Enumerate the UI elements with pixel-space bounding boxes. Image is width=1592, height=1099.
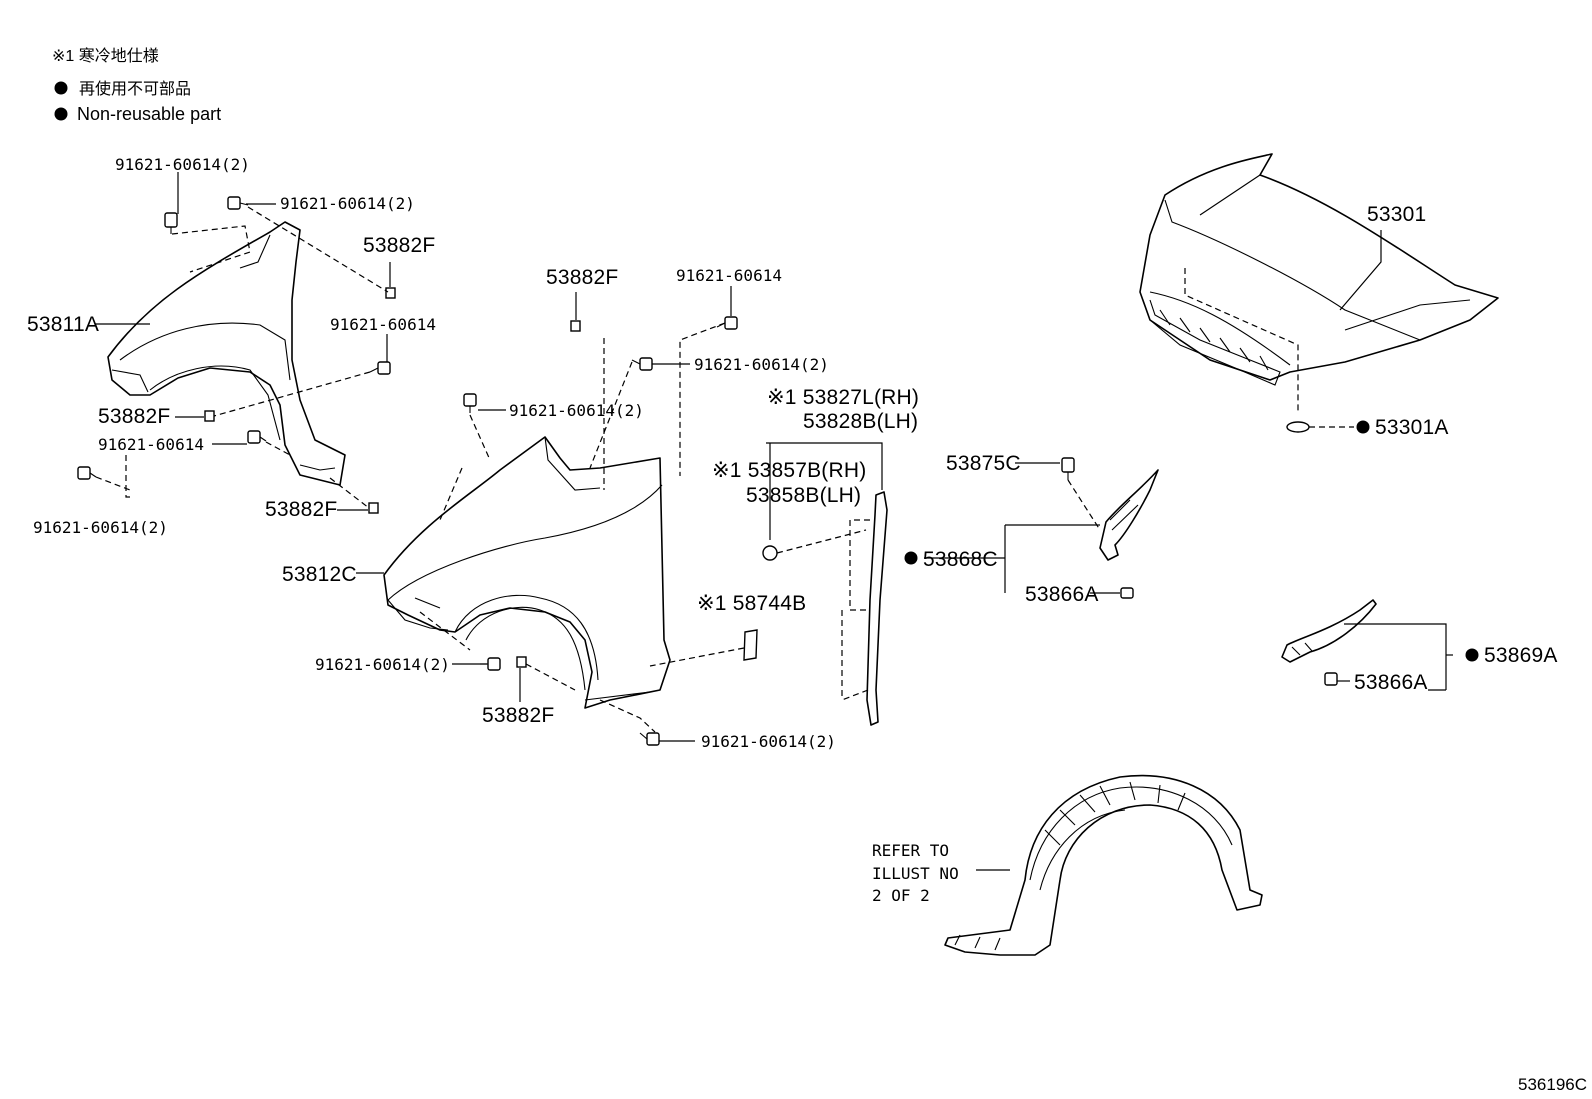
nonreusable-label-jp: 再使用不可部品 [79,80,191,98]
bolt-icon [639,732,660,746]
part-label: 53882F [363,234,435,257]
part-label: ※1 58744B [697,592,806,615]
part-label: 53866A [1025,583,1099,606]
part-label: 91621-60614(2) [701,732,836,751]
refer-note-line3: 2 OF 2 [872,886,930,905]
seal-53868C [904,457,1159,599]
bolt-icon [77,466,97,480]
labels-seal-2: 53875C 53868C 53866A [923,452,1099,606]
fastener-group-left [77,196,396,514]
part-label: 91621-60614 [676,266,782,285]
part-label: 53882F [265,498,337,521]
bolt-icon [369,361,391,375]
cold-climate-note: ※1 寒冷地仕様 [52,46,159,65]
part-label: 53868C [923,548,998,571]
clip-icon [570,320,581,332]
labels-center: 53882F 91621-60614 91621-60614(2) 91621-… [282,266,836,751]
part-label: 53812C [282,563,357,586]
nonreusable-dot-icon [54,81,68,95]
clip-icon [762,545,778,561]
nonreusable-dot-icon [904,551,918,565]
bolt-icon [247,430,267,444]
part-label: 91621-60614(2) [33,518,168,537]
clip-icon [368,502,379,514]
nonreusable-dot-icon [1356,420,1370,434]
seal-53869A [1281,599,1479,691]
nonreusable-dot-icon [1465,648,1479,662]
part-label: ※1 53857B(RH) [712,459,866,482]
part-label: 91621-60614(2) [315,655,450,674]
nonreusable-dot-icon [54,107,68,121]
bolt-icon [631,357,653,371]
clip-icon [1324,672,1338,686]
bolt-icon [1061,457,1075,480]
part-label: 53301A [1375,416,1449,439]
front-fender-53812C [383,436,671,709]
labels-left: 91621-60614(2) 91621-60614(2) 53882F 538… [27,155,436,537]
leaders-center [356,286,745,742]
part-label: 91621-60614(2) [280,194,415,213]
labels-seal-3: 53869A 53866A [1354,644,1558,694]
legend: ※1 寒冷地仕様 再使用不可部品 Non-reusable part [52,46,221,124]
cushion-icon [1286,421,1310,433]
mudguard-icon [743,629,758,661]
part-label: 91621-60614(2) [694,355,829,374]
fender-seal-53827 [762,442,888,726]
part-label: 53866A [1354,671,1428,694]
hood-53301 [1139,153,1499,434]
part-label: 53875C [946,452,1021,475]
labels-refer: REFER TO ILLUST NO 2 OF 2 [872,841,959,905]
bolt-icon [227,196,249,210]
part-label: 53301 [1367,203,1426,226]
part-label: 53858B(LH) [746,484,861,507]
labels-hood: 53301 53301A [1367,203,1449,439]
refer-note-line1: REFER TO [872,841,949,860]
part-label: 53882F [546,266,618,289]
leaders-left [95,172,391,511]
nonreusable-label-en: Non-reusable part [77,104,221,124]
part-label: ※1 53827L(RH) [767,386,919,409]
clip-icon [204,410,215,422]
clip-icon [385,287,396,299]
fastener-group-center [463,316,758,746]
labels-seal: ※1 53827L(RH) 53828B(LH) ※1 53857B(RH) 5… [697,386,919,615]
part-label: 53882F [98,405,170,428]
part-label: 53869A [1484,644,1558,667]
part-label: 53828B(LH) [803,410,918,433]
bolt-icon [716,316,738,330]
part-label: 91621-60614(2) [509,401,644,420]
clip-icon [516,656,527,668]
clip-icon [1120,587,1134,599]
part-label: 53811A [27,313,99,336]
part-label: 53882F [482,704,554,727]
part-label: 91621-60614 [330,315,436,334]
part-label: 91621-60614(2) [115,155,250,174]
refer-note-line2: ILLUST NO [872,864,959,883]
fender-liner-ref [944,774,1263,956]
part-label: 91621-60614 [98,435,204,454]
bolt-icon [164,212,178,234]
bolt-icon [480,657,501,671]
fender-liner-53811A [107,221,346,486]
bolt-icon [463,393,477,413]
diagram-id: 536196C [1518,1075,1587,1094]
